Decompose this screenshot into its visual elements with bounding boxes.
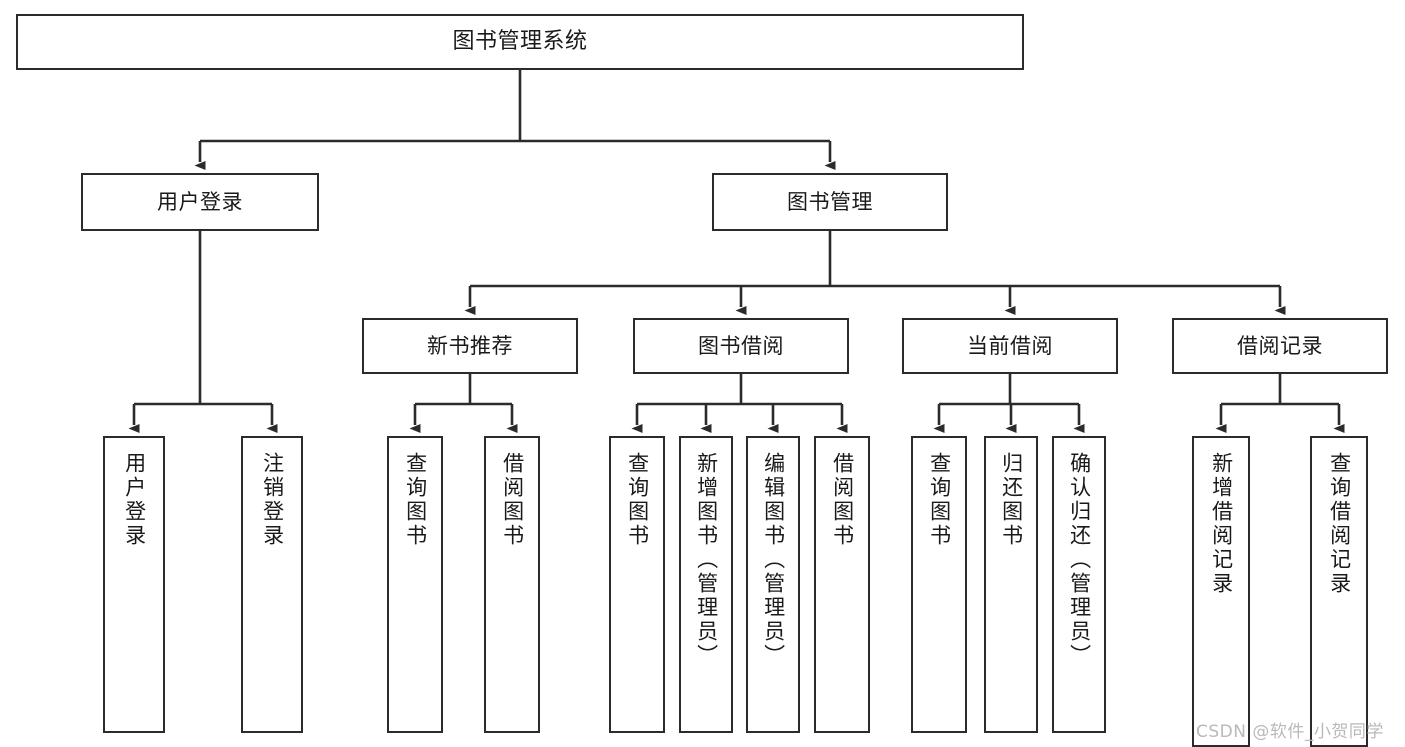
node-root[interactable]: 图书管理系统	[16, 14, 1024, 70]
node-label: 用户登录	[122, 452, 147, 548]
node-leaf-user-login[interactable]: 用户登录	[103, 436, 165, 733]
node-label: 新增图书（管理员）	[694, 452, 719, 668]
node-leaf-return-book[interactable]: 归还图书	[984, 436, 1038, 733]
node-label: 借阅记录	[1237, 333, 1323, 358]
node-label: 用户登录	[157, 189, 243, 214]
node-leaf-query-book-3[interactable]: 查询图书	[911, 436, 967, 733]
node-label: 归还图书	[999, 452, 1024, 548]
node-user-login[interactable]: 用户登录	[81, 173, 319, 231]
node-leaf-query-record[interactable]: 查询借阅记录	[1310, 436, 1368, 747]
node-book-borrow[interactable]: 图书借阅	[633, 318, 849, 374]
node-leaf-borrow-book-1[interactable]: 借阅图书	[484, 436, 540, 733]
node-label: 借阅图书	[500, 452, 525, 548]
node-leaf-query-book-2[interactable]: 查询图书	[609, 436, 665, 733]
node-current-borrow[interactable]: 当前借阅	[902, 318, 1118, 374]
node-leaf-query-book-1[interactable]: 查询图书	[387, 436, 443, 733]
node-label: 确认归还（管理员）	[1067, 452, 1092, 668]
node-label: 新增借阅记录	[1209, 452, 1234, 596]
node-book-manage[interactable]: 图书管理	[712, 173, 948, 231]
node-label: 查询图书	[927, 452, 952, 548]
node-label: 图书借阅	[698, 333, 784, 358]
node-label: 图书管理	[787, 189, 873, 214]
node-leaf-confirm-return[interactable]: 确认归还（管理员）	[1052, 436, 1106, 733]
node-label: 查询图书	[403, 452, 428, 548]
node-leaf-borrow-book-2[interactable]: 借阅图书	[814, 436, 870, 733]
node-label: 编辑图书（管理员）	[761, 452, 786, 668]
node-leaf-add-book[interactable]: 新增图书（管理员）	[679, 436, 733, 733]
node-label: 图书管理系统	[452, 29, 588, 55]
csdn-watermark: CSDN @软件_小贺同学	[1196, 722, 1384, 742]
node-label: 当前借阅	[967, 333, 1053, 358]
node-new-book-rec[interactable]: 新书推荐	[362, 318, 578, 374]
node-label: 借阅图书	[830, 452, 855, 548]
node-label: 注销登录	[260, 452, 285, 548]
node-borrow-record[interactable]: 借阅记录	[1172, 318, 1388, 374]
node-leaf-edit-book[interactable]: 编辑图书（管理员）	[746, 436, 800, 733]
node-leaf-user-logout[interactable]: 注销登录	[241, 436, 303, 733]
node-label: 查询借阅记录	[1327, 452, 1352, 596]
node-leaf-add-record[interactable]: 新增借阅记录	[1192, 436, 1250, 747]
node-label: 新书推荐	[427, 333, 513, 358]
node-label: 查询图书	[625, 452, 650, 548]
